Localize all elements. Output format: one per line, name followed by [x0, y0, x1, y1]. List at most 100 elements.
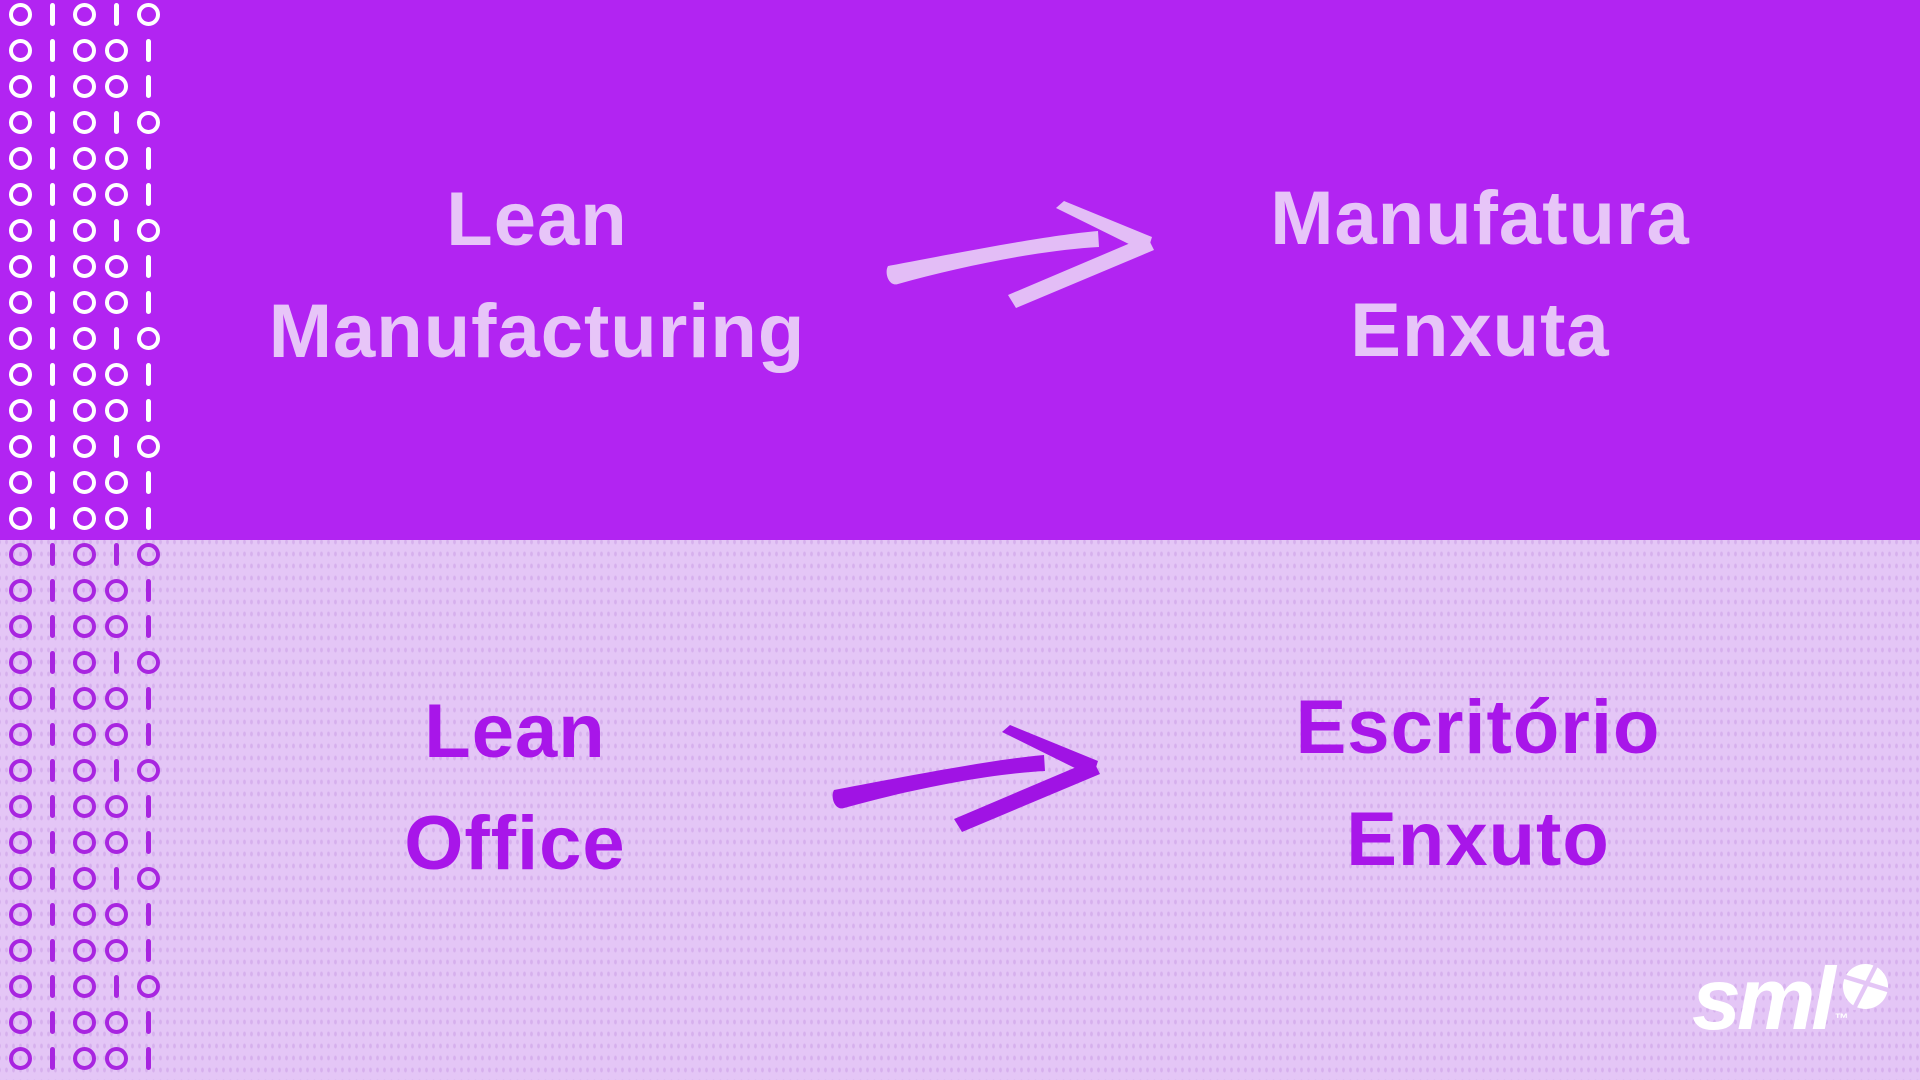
binary-one-glyph	[36, 110, 68, 134]
binary-zero-glyph	[132, 758, 164, 782]
binary-one-glyph	[100, 218, 132, 242]
binary-row	[4, 542, 164, 566]
binary-zero-glyph	[4, 398, 36, 422]
binary-row	[4, 182, 164, 206]
binary-one-glyph	[132, 614, 164, 638]
binary-one-glyph	[132, 506, 164, 530]
binary-row	[4, 1010, 164, 1034]
top-left-term: Lean Manufacturing	[207, 164, 867, 388]
binary-one-glyph	[132, 902, 164, 926]
binary-zero-glyph	[4, 578, 36, 602]
bottom-left-term-line1: Lean	[424, 689, 606, 774]
binary-one-glyph	[36, 182, 68, 206]
binary-one-glyph	[100, 542, 132, 566]
binary-zero-glyph	[100, 1010, 132, 1034]
binary-one-glyph	[132, 830, 164, 854]
binary-one-glyph	[132, 722, 164, 746]
binary-zero-glyph	[4, 830, 36, 854]
binary-zero-glyph	[4, 362, 36, 386]
binary-one-glyph	[36, 506, 68, 530]
binary-row	[4, 974, 164, 998]
binary-zero-glyph	[132, 2, 164, 26]
binary-zero-glyph	[4, 146, 36, 170]
bottom-left-term: Lean Office	[185, 676, 845, 900]
binary-zero-glyph	[68, 326, 100, 350]
binary-one-glyph	[132, 290, 164, 314]
binary-zero-glyph	[100, 614, 132, 638]
binary-zero-glyph	[100, 794, 132, 818]
binary-row	[4, 686, 164, 710]
binary-zero-glyph	[132, 974, 164, 998]
binary-one-glyph	[100, 974, 132, 998]
binary-row	[4, 758, 164, 782]
binary-zero-glyph	[4, 218, 36, 242]
binary-row	[4, 362, 164, 386]
binary-one-glyph	[36, 722, 68, 746]
binary-one-glyph	[132, 794, 164, 818]
binary-zero-glyph	[100, 362, 132, 386]
binary-zero-glyph	[100, 506, 132, 530]
binary-zero-glyph	[68, 758, 100, 782]
binary-zero-glyph	[100, 686, 132, 710]
binary-one-glyph	[36, 2, 68, 26]
binary-zero-glyph	[68, 74, 100, 98]
binary-zero-glyph	[4, 1010, 36, 1034]
binary-one-glyph	[36, 1046, 68, 1070]
binary-one-glyph	[36, 146, 68, 170]
binary-one-glyph	[36, 290, 68, 314]
top-right-term-line2: Enxuta	[1350, 288, 1610, 373]
binary-zero-glyph	[68, 146, 100, 170]
binary-zero-glyph	[100, 146, 132, 170]
binary-zero-glyph	[68, 506, 100, 530]
binary-one-glyph	[36, 38, 68, 62]
binary-zero-glyph	[100, 830, 132, 854]
binary-zero-glyph	[68, 794, 100, 818]
binary-zero-glyph	[132, 326, 164, 350]
binary-one-glyph	[36, 902, 68, 926]
binary-one-glyph	[36, 830, 68, 854]
binary-zero-glyph	[100, 74, 132, 98]
binary-zero-glyph	[4, 38, 36, 62]
binary-one-glyph	[36, 326, 68, 350]
binary-zero-glyph	[68, 542, 100, 566]
binary-one-glyph	[100, 866, 132, 890]
binary-zero-glyph	[68, 722, 100, 746]
bottom-left-term-line2: Office	[404, 801, 626, 886]
binary-row	[4, 578, 164, 602]
binary-zero-glyph	[68, 290, 100, 314]
binary-zero-glyph	[4, 542, 36, 566]
binary-zero-glyph	[68, 1010, 100, 1034]
binary-zero-glyph	[4, 506, 36, 530]
binary-zero-glyph	[132, 434, 164, 458]
binary-zero-glyph	[68, 2, 100, 26]
binary-row	[4, 470, 164, 494]
binary-row	[4, 794, 164, 818]
brush-arrow-right-icon	[832, 725, 1100, 832]
binary-one-glyph	[36, 794, 68, 818]
binary-one-glyph	[36, 1010, 68, 1034]
binary-zero-glyph	[68, 434, 100, 458]
binary-zero-glyph	[100, 722, 132, 746]
binary-zero-glyph	[68, 650, 100, 674]
binary-one-glyph	[132, 1010, 164, 1034]
binary-one-glyph	[100, 434, 132, 458]
binary-row	[4, 2, 164, 26]
binary-row	[4, 74, 164, 98]
binary-row	[4, 902, 164, 926]
binary-one-glyph	[36, 614, 68, 638]
binary-zero-glyph	[4, 254, 36, 278]
binary-one-glyph	[36, 974, 68, 998]
binary-row	[4, 398, 164, 422]
binary-zero-glyph	[4, 182, 36, 206]
binary-zero-glyph	[68, 1046, 100, 1070]
binary-one-glyph	[36, 398, 68, 422]
binary-one-glyph	[36, 686, 68, 710]
binary-one-glyph	[132, 146, 164, 170]
top-right-term: Manufatura Enxuta	[1150, 163, 1810, 387]
bottom-right-term-line2: Enxuto	[1346, 797, 1610, 882]
binary-zero-glyph	[68, 974, 100, 998]
binary-one-glyph	[36, 578, 68, 602]
binary-zero-glyph	[4, 110, 36, 134]
bottom-section: Lean Office Escritório Enxuto	[0, 540, 1920, 1080]
